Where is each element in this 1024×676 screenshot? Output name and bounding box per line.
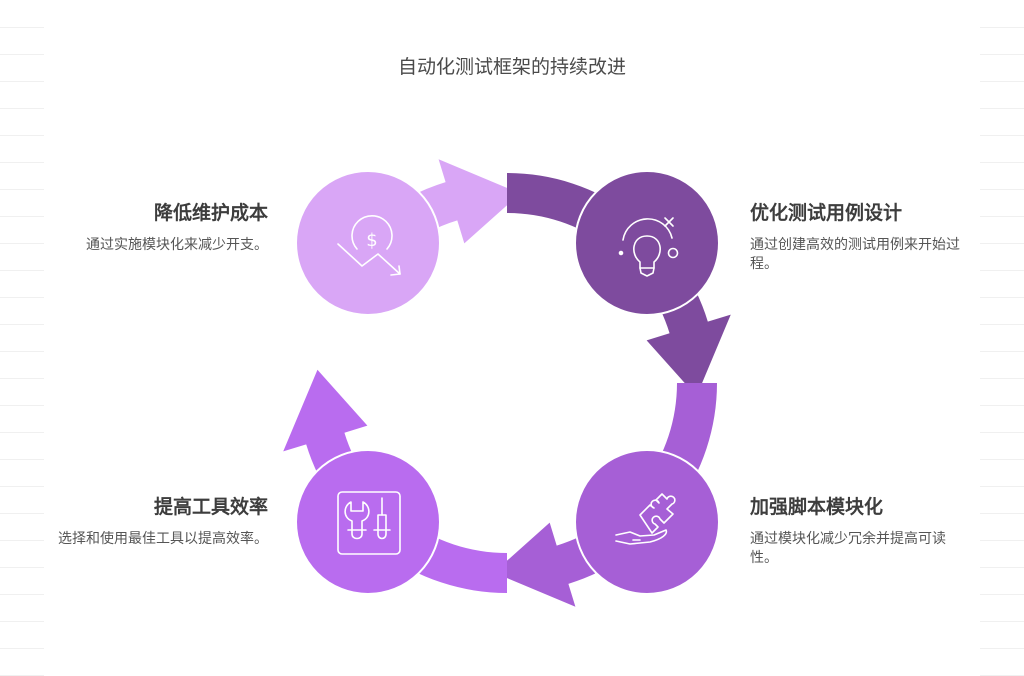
step-circle-1	[574, 170, 720, 316]
step-circle-4	[295, 170, 441, 316]
diagram-title: 自动化测试框架的持续改进	[397, 56, 626, 78]
arrow-step2-to-3	[493, 383, 717, 607]
left-margin-rules	[0, 0, 44, 676]
step-heading: 加强脚本模块化	[750, 496, 884, 518]
puzzle-hand-icon	[615, 493, 676, 545]
svg-text:$: $	[366, 230, 377, 251]
arrow-step3-to-4	[283, 369, 507, 593]
lightbulb-icon	[618, 217, 679, 277]
step-block-2: 加强脚本模块化 通过模块化减少冗余并提高可读性。	[750, 494, 970, 568]
step-block-4: 降低维护成本 通过实施模块化来减少开支。	[48, 200, 268, 255]
step-heading: 优化测试用例设计	[750, 202, 903, 224]
tools-icon	[337, 491, 401, 555]
cost-down-icon: $	[337, 215, 401, 276]
step-description: 通过实施模块化来减少开支。	[86, 237, 268, 253]
step-block-3: 提高工具效率 选择和使用最佳工具以提高效率。	[48, 494, 268, 549]
step-description: 通过创建高效的测试用例来开始过程。	[750, 237, 960, 272]
step-description: 通过模块化减少冗余并提高可读性。	[750, 531, 946, 566]
step-heading: 降低维护成本	[153, 202, 268, 224]
step-description: 选择和使用最佳工具以提高效率。	[58, 531, 268, 547]
step-circle-2	[574, 449, 720, 595]
step-heading: 提高工具效率	[153, 496, 268, 518]
arrow-step1-to-2	[507, 173, 731, 397]
step-block-1: 优化测试用例设计 通过创建高效的测试用例来开始过程。	[750, 200, 970, 274]
step-circle-3	[295, 449, 441, 595]
